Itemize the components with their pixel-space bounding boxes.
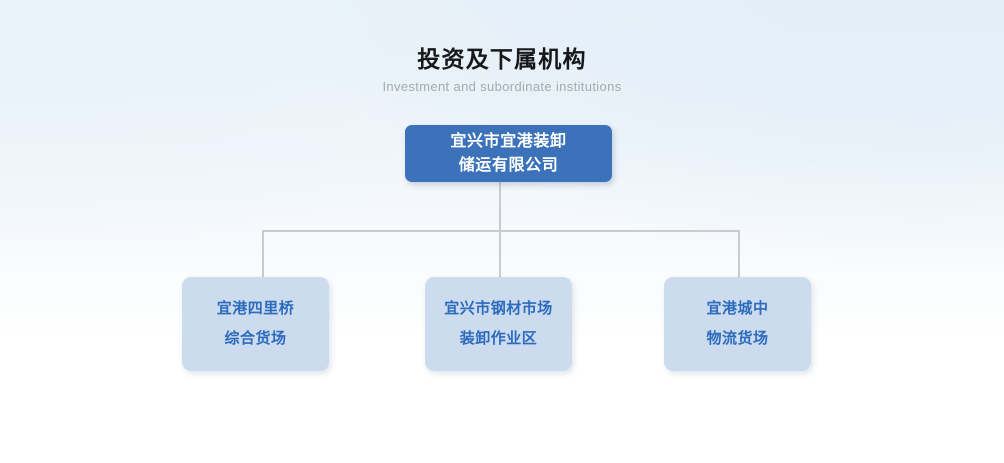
page-title: 投资及下属机构 bbox=[417, 46, 587, 72]
org-node-root-line2: 储运有限公司 bbox=[458, 156, 559, 174]
page-heading: 投资及下属机构 Investment and subordinate insti… bbox=[0, 44, 1004, 95]
connector-root-stem bbox=[499, 181, 501, 232]
org-node-child-2-line1: 宜港城中 bbox=[706, 300, 769, 317]
org-node-child-1-line1: 宜兴市钢材市场 bbox=[444, 300, 553, 317]
org-node-child-0[interactable]: 宜港四里桥 综合货场 bbox=[182, 277, 329, 371]
connector-drop-middle bbox=[499, 230, 501, 278]
org-node-child-1-line2: 装卸作业区 bbox=[459, 330, 538, 347]
connector-horizontal-bar bbox=[262, 230, 740, 232]
connector-drop-right bbox=[738, 230, 740, 278]
org-node-child-2[interactable]: 宜港城中 物流货场 bbox=[664, 277, 811, 371]
org-node-root-line1: 宜兴市宜港装卸 bbox=[450, 132, 567, 150]
page-subtitle: Investment and subordinate institutions bbox=[382, 79, 622, 94]
org-node-child-1[interactable]: 宜兴市钢材市场 装卸作业区 bbox=[425, 277, 572, 371]
org-node-child-2-line2: 物流货场 bbox=[706, 330, 769, 347]
org-node-root[interactable]: 宜兴市宜港装卸 储运有限公司 bbox=[405, 125, 612, 182]
org-node-child-0-line1: 宜港四里桥 bbox=[216, 300, 295, 317]
org-node-child-0-line2: 综合货场 bbox=[224, 330, 287, 347]
connector-drop-left bbox=[262, 230, 264, 278]
